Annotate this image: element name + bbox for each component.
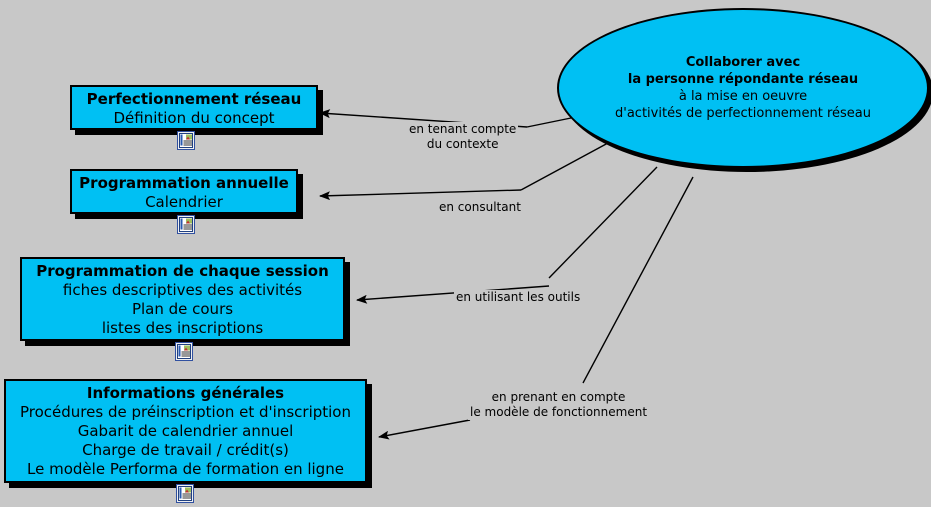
edge-label-en-prenant-en-compte: en prenant en compte le modèle de foncti…	[468, 390, 650, 420]
node-title: Programmation annuelle	[79, 174, 289, 192]
node-informations-generales[interactable]: Informations générales Procédures de pré…	[4, 379, 367, 483]
node-detail-line: fiches descriptives des activités	[62, 281, 303, 299]
edge-label-line: en prenant en compte	[491, 390, 626, 404]
ellipse-line-1: Collaborer avec	[685, 55, 801, 70]
node-title: Programmation de chaque session	[36, 262, 329, 280]
node-programmation-annuelle[interactable]: Programmation annuelle Calendrier	[70, 169, 298, 214]
edge-label-line: en utilisant les outils	[456, 290, 581, 304]
node-detail-line: Charge de travail / crédit(s)	[82, 441, 289, 459]
edge-label-line: en consultant	[439, 200, 521, 214]
edge-label-line: du contexte	[426, 137, 499, 151]
edge-label-line: en tenant compte	[409, 122, 517, 136]
document-icon[interactable]	[176, 484, 194, 503]
node-title: Perfectionnement réseau	[86, 90, 302, 108]
edge-en-prenant-en-compte	[378, 176, 694, 440]
edge-en-consultant	[319, 142, 609, 201]
node-detail-line: Le modèle Performa de formation en ligne	[27, 460, 344, 478]
node-detail-line: Gabarit de calendrier annuel	[77, 422, 294, 440]
ellipse-line-4: d'activités de perfectionnement réseau	[615, 106, 871, 121]
node-collaborer-ellipse[interactable]: Collaborer avec la personne répondante r…	[557, 8, 929, 168]
document-icon[interactable]	[177, 131, 195, 150]
edge-label-en-utilisant-les-outils: en utilisant les outils	[454, 290, 583, 305]
node-programmation-session[interactable]: Programmation de chaque session fiches d…	[20, 257, 345, 341]
node-detail-line: Calendrier	[145, 193, 223, 211]
node-detail-line: Définition du concept	[113, 109, 275, 127]
ellipse-line-2: la personne répondante réseau	[627, 72, 859, 87]
edge-label-en-tenant-compte: en tenant compte du contexte	[407, 122, 519, 152]
ellipse-line-3: à la mise en oeuvre	[678, 89, 808, 104]
node-perfectionnement-reseau[interactable]: Perfectionnement réseau Définition du co…	[70, 85, 318, 130]
node-title: Informations générales	[86, 384, 285, 402]
node-detail-line: listes des inscriptions	[101, 319, 264, 337]
node-detail-line: Procédures de préinscription et d'inscri…	[20, 403, 351, 421]
edge-label-line: le modèle de fonctionnement	[470, 405, 648, 419]
node-detail-line: Plan de cours	[131, 300, 234, 318]
document-icon[interactable]	[177, 215, 195, 234]
edge-label-en-consultant: en consultant	[437, 200, 523, 215]
document-icon[interactable]	[175, 342, 193, 361]
edge-en-utilisant-les-outils	[356, 166, 658, 304]
